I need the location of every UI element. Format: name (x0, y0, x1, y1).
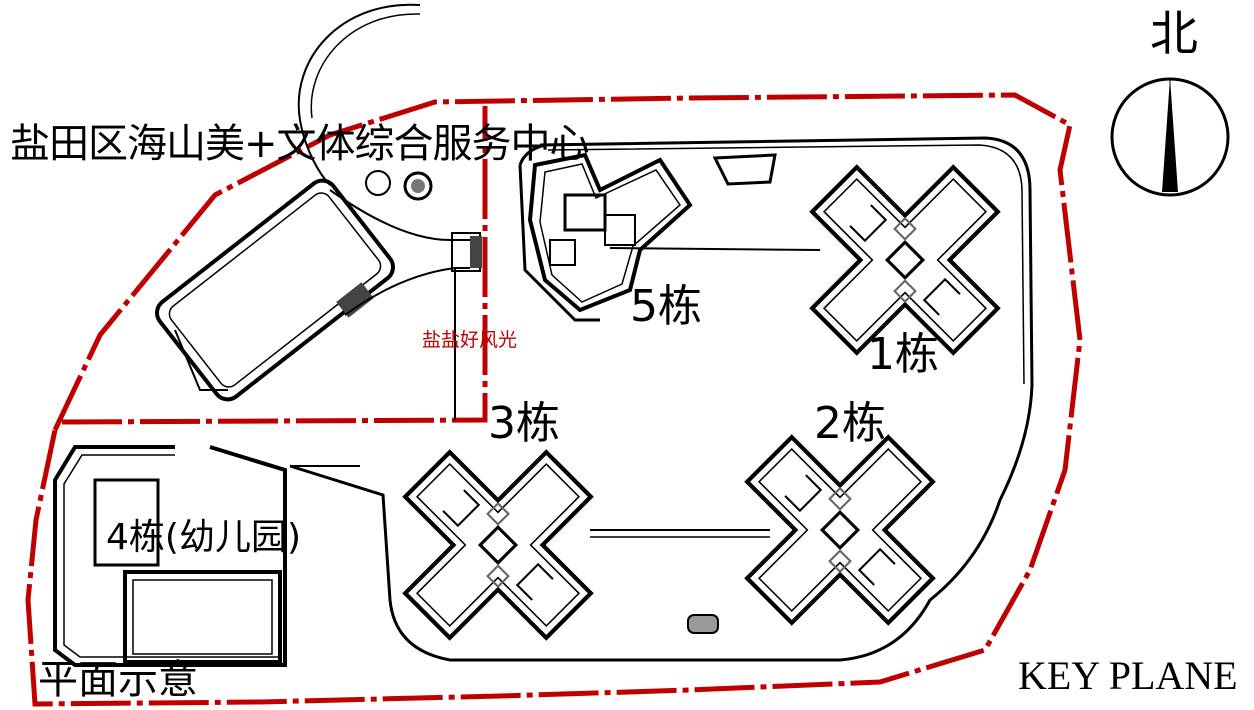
service-center-building (155, 178, 470, 420)
building-2-label: 2栋 (814, 398, 886, 449)
red-caption: 盐盐好风光 (422, 329, 518, 351)
site-boundary (25, 92, 1083, 707)
key-plane-label: KEY PLANE (1018, 653, 1238, 698)
building-3-label: 3栋 (488, 398, 560, 449)
building-4 (53, 445, 287, 667)
arc-structure (297, 3, 421, 186)
building-4-label: 4栋(幼儿园) (106, 517, 301, 558)
north-arrow-icon (1110, 77, 1230, 197)
north-label: 北 (1150, 6, 1199, 62)
plan-caption: 平面示意 (38, 657, 198, 703)
building-5-label: 5栋 (630, 281, 702, 332)
building-1-label: 1栋 (867, 329, 939, 380)
tower-5 (527, 152, 693, 313)
podium-outline (289, 136, 1034, 662)
service-center-label: 盐田区海山美+文体综合服务中心 (10, 121, 590, 167)
